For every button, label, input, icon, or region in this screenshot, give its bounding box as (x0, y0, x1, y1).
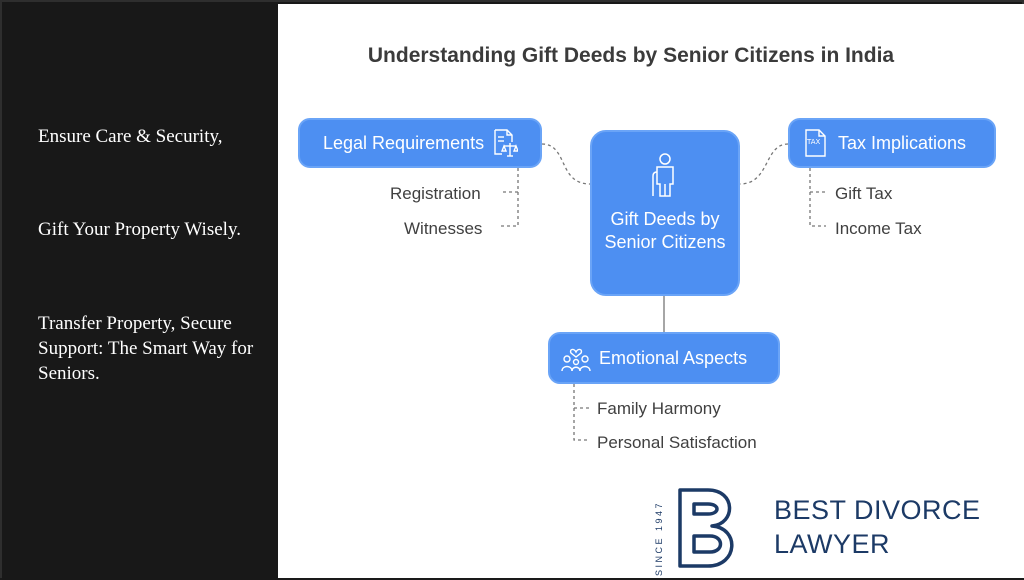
center-topic-box: Gift Deeds by Senior Citizens (590, 130, 740, 296)
connector-income-tax (809, 168, 826, 227)
tax-implications-box: TAX Tax Implications (788, 118, 996, 168)
tax-icon-text: TAX (807, 138, 821, 146)
emotional-aspects-label: Emotional Aspects (599, 347, 748, 368)
leaf-gift-tax: Gift Tax (835, 184, 893, 203)
legal-requirements-label: Legal Requirements (323, 132, 485, 153)
logo-line-2: LAWYER (774, 529, 891, 559)
logo-line-1: BEST DIVORCE (774, 495, 981, 525)
leaf-registration: Registration (390, 184, 481, 203)
diagram-title: Understanding Gift Deeds by Senior Citiz… (367, 44, 895, 67)
sidebar-tagline-2: Gift Your Property Wisely. (38, 219, 241, 240)
person-icon (648, 152, 682, 204)
leaf-family-harmony: Family Harmony (597, 399, 721, 418)
sidebar-tagline-3: Transfer Property, Secure Support: The S… (38, 313, 254, 384)
logo-since: SINCE 1947 (654, 500, 664, 576)
sidebar-tagline-1: Ensure Care & Security, (38, 126, 223, 147)
diagram-panel: Understanding Gift Deeds by Senior Citiz… (278, 4, 1024, 578)
connector-tax-center (739, 143, 789, 185)
tax-document-icon: TAX (804, 128, 828, 158)
logo-monogram-icon (678, 488, 734, 568)
leaf-personal-satisfaction: Personal Satisfaction (597, 433, 757, 452)
emotional-aspects-box: Emotional Aspects (548, 332, 780, 384)
family-heart-icon (560, 343, 592, 373)
document-scale-icon (492, 128, 519, 158)
connector-personal-satisfaction (573, 384, 590, 441)
leaf-witnesses: Witnesses (404, 219, 483, 238)
sidebar: Ensure Care & Security, Gift Your Proper… (2, 2, 278, 580)
legal-requirements-box: Legal Requirements (298, 118, 542, 168)
tax-implications-label: Tax Implications (838, 132, 967, 153)
connector-legal-center (541, 143, 591, 185)
center-topic-label: Gift Deeds by Senior Citizens (604, 209, 726, 252)
leaf-income-tax: Income Tax (835, 219, 922, 238)
connector-witnesses (500, 168, 519, 227)
connector-lines (500, 143, 826, 441)
